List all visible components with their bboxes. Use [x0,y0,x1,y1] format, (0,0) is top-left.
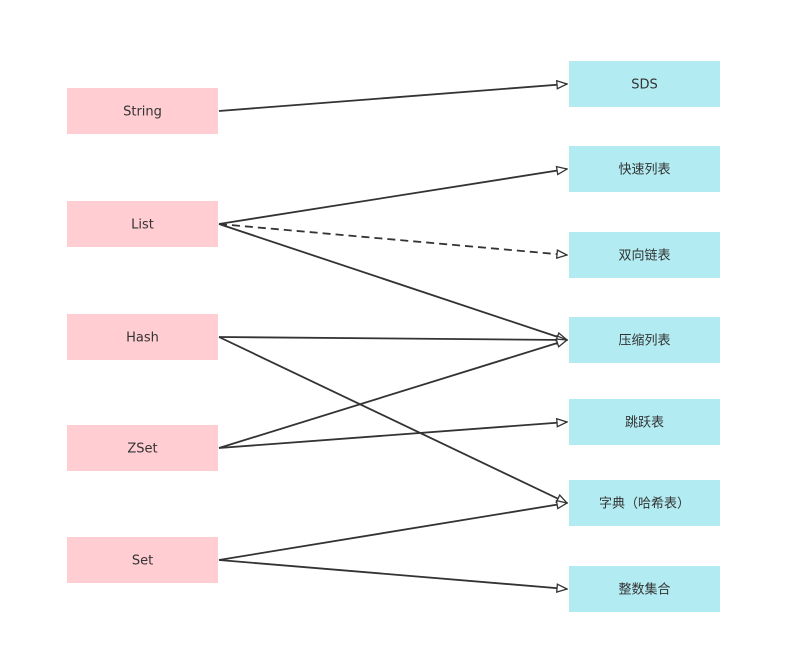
type-node-zset: ZSet [67,425,218,471]
type-node-set: Set [67,537,218,583]
type-box-string [67,88,218,134]
edge-list-to-ziplist [218,223,567,340]
encoding-label-dict: 字典（哈希表） [599,497,690,512]
encoding-box-dict [569,480,720,526]
encoding-label-linkedlist: 双向链表 [618,248,670,264]
edge-list-to-quicklist [218,169,567,225]
edge-hash-to-dict [218,336,567,504]
encoding-node-dict: 字典（哈希表） [569,480,720,526]
encoding-label-quicklist: 快速列表 [618,163,670,178]
encoding-node-linkedlist: 双向链表 [569,232,720,278]
edges-layer [218,84,567,589]
edge-zset-to-skiplist [218,422,567,449]
encoding-node-skiplist: 跳跃表 [569,399,720,445]
type-label-string: String [123,105,162,120]
encoding-box-sds [569,61,720,107]
edge-list-to-linkedlist [218,223,567,255]
edge-zset-to-ziplist [218,340,567,449]
encoding-node-ziplist: 压缩列表 [569,317,720,363]
encoding-box-ziplist [569,317,720,363]
edge-set-to-intset [218,559,567,589]
type-box-hash [67,314,218,360]
type-box-set [67,537,218,583]
type-node-list: List [67,201,218,247]
encoding-node-sds: SDS [569,61,720,107]
encoding-node-intset: 整数集合 [569,566,720,612]
encoding-box-quicklist [569,146,720,192]
type-box-zset [67,425,218,471]
edge-set-to-dict [218,503,567,561]
type-node-string: String [67,88,218,134]
encoding-box-skiplist [569,399,720,445]
type-label-set: Set [132,554,153,569]
type-label-hash: Hash [126,331,159,346]
type-node-hash: Hash [67,314,218,360]
edge-string-to-sds [218,84,567,112]
edge-hash-to-ziplist [218,337,567,340]
type-label-zset: ZSet [127,442,157,457]
encoding-label-sds: SDS [631,78,658,93]
encoding-box-intset [569,566,720,612]
type-box-list [67,201,218,247]
encoding-label-skiplist: 跳跃表 [625,416,664,431]
encoding-label-ziplist: 压缩列表 [618,333,670,349]
type-label-list: List [131,218,154,233]
encoding-node-quicklist: 快速列表 [569,146,720,192]
encoding-label-intset: 整数集合 [618,582,670,598]
encoding-box-linkedlist [569,232,720,278]
